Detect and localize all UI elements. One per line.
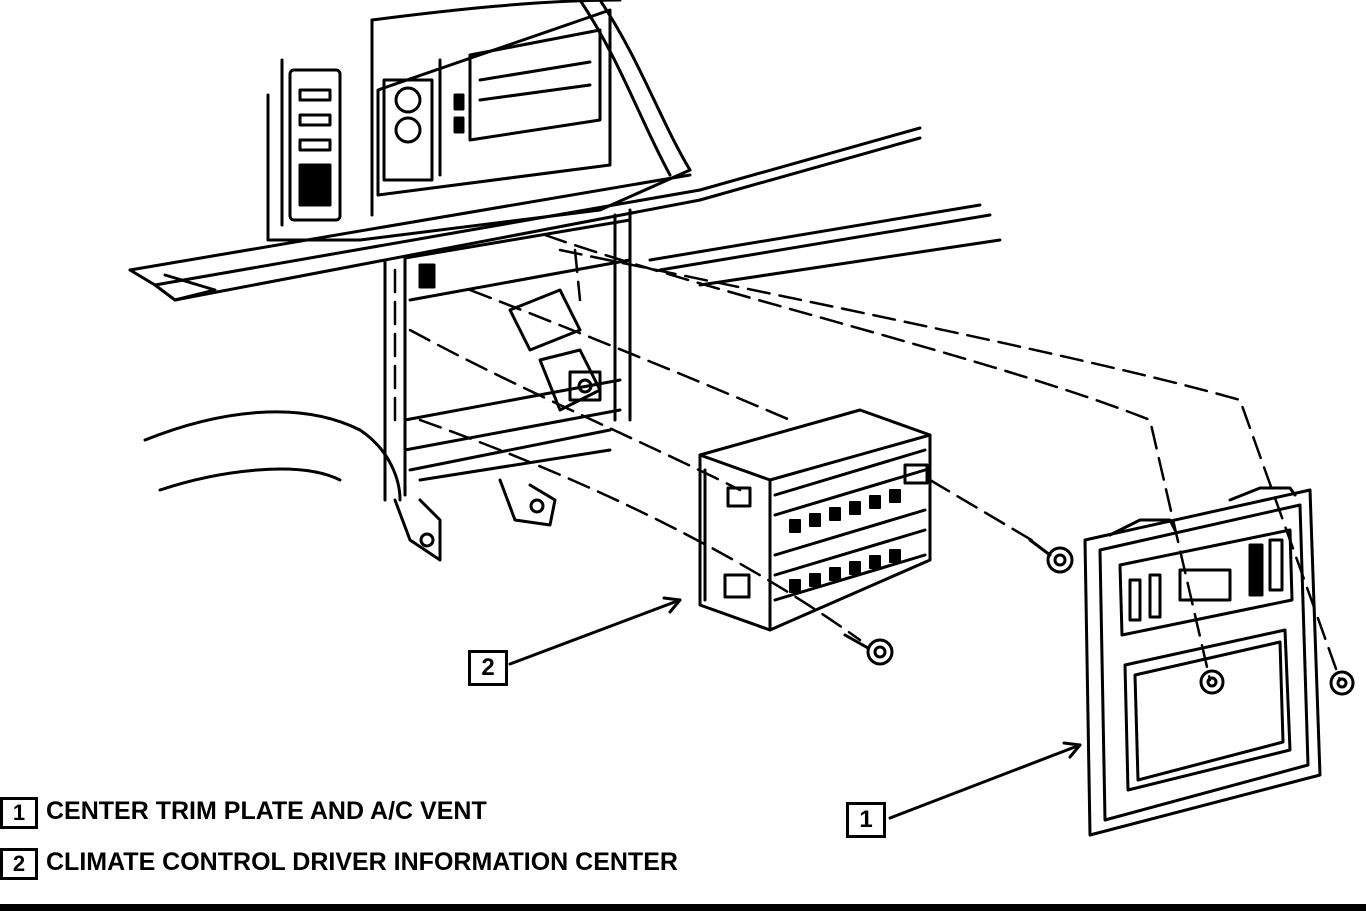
leader-arrow-2 <box>508 596 682 666</box>
legend-item-1: 1 CENTER TRIM PLATE AND A/C VENT <box>0 797 487 829</box>
legend-number-1: 1 <box>0 797 38 829</box>
callout-1-box: 1 <box>846 802 886 838</box>
radio-panel <box>376 8 612 197</box>
bottom-rule <box>0 904 1366 911</box>
alignment-lines <box>393 233 1342 682</box>
legend-item-2: 2 CLIMATE CONTROL DRIVER INFORMATION CEN… <box>0 848 678 880</box>
switch-panel <box>288 68 342 222</box>
callout-2-box: 2 <box>468 650 508 686</box>
trim-screw-left <box>1199 669 1225 695</box>
center-trim-plate <box>1083 486 1322 837</box>
module-screw-lower <box>843 633 894 666</box>
leader-arrow-1 <box>888 741 1082 820</box>
dashboard-structure <box>128 0 1002 502</box>
legend-number-2: 2 <box>0 848 38 880</box>
trim-screw-right <box>1329 670 1355 696</box>
console-cavity <box>383 208 632 562</box>
legend-label-2: CLIMATE CONTROL DRIVER INFORMATION CENTE… <box>46 848 678 876</box>
legend-label-1: CENTER TRIM PLATE AND A/C VENT <box>46 797 487 825</box>
climate-control-module <box>698 408 932 632</box>
module-screw-right <box>1028 538 1074 574</box>
